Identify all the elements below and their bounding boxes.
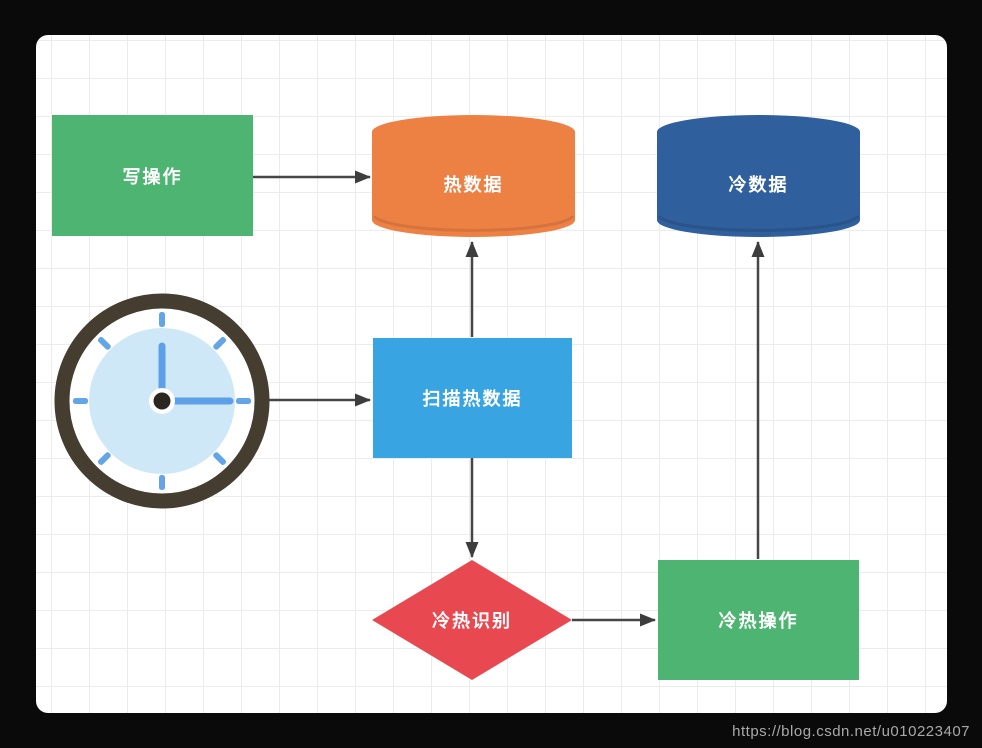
- node-write-operation: 写操作: [52, 115, 253, 236]
- node-cold-data-label: 冷数据: [728, 175, 789, 195]
- watermark-url: https://blog.csdn.net/u010223407: [732, 723, 970, 740]
- clock-icon-graphic: [54, 293, 270, 509]
- cylinder-shape-hot: [372, 115, 575, 237]
- node-hot-data-label: 热数据: [443, 175, 504, 195]
- node-scan-hot-data: 扫描热数据: [373, 338, 572, 458]
- node-hot-data: 热数据: [372, 115, 575, 237]
- node-write-operation-label: 写操作: [122, 166, 183, 187]
- node-cold-data: 冷数据: [657, 115, 860, 237]
- node-hot-cold-identify-label: 冷热识别: [432, 611, 512, 631]
- node-hot-cold-identify: 冷热识别: [372, 560, 572, 680]
- node-hot-cold-operation-label: 冷热操作: [718, 611, 799, 631]
- cylinder-shape-cold: [657, 115, 860, 237]
- node-hot-cold-operation: 冷热操作: [658, 560, 859, 680]
- node-scan-hot-data-label: 扫描热数据: [422, 389, 523, 409]
- clock-icon: [53, 292, 271, 510]
- diamond-shape: [372, 560, 572, 680]
